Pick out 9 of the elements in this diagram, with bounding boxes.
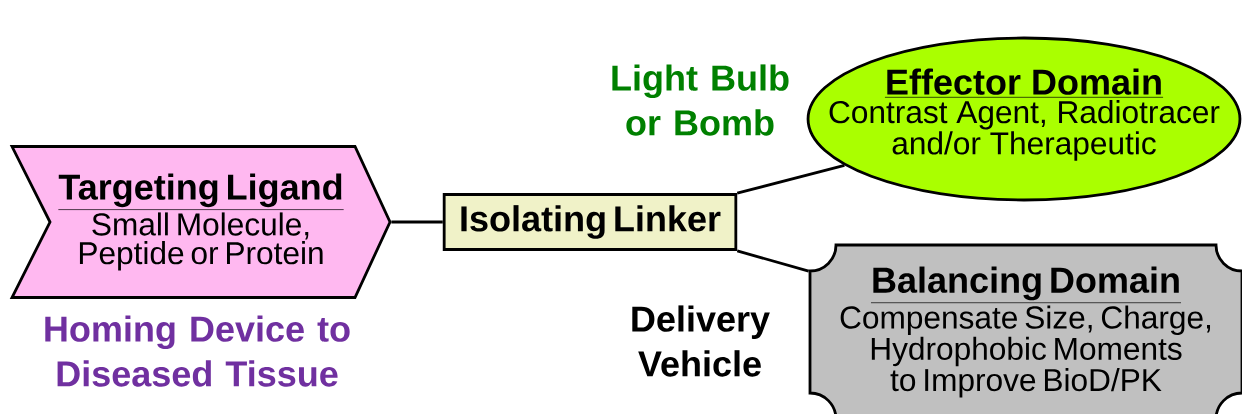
caption-text: Homing Device to Diseased Tissue <box>45 315 350 387</box>
connector-line <box>736 249 810 273</box>
connector-line <box>391 220 443 224</box>
caption-text: Delivery Vehicle <box>632 305 770 377</box>
caption-text: Light Bulb or Bomb <box>612 64 789 136</box>
ellipse-node: Effector Domain Contrast Agent, Radiotracer and/or Therapeutic <box>806 36 1242 202</box>
connector-line <box>736 164 845 195</box>
plaque-box: Balancing Domain Compensate Size, Charge, Hydrophobic Moments to Improve BioD/PK <box>808 243 1242 414</box>
process-box: Isolating Linker <box>442 193 738 251</box>
